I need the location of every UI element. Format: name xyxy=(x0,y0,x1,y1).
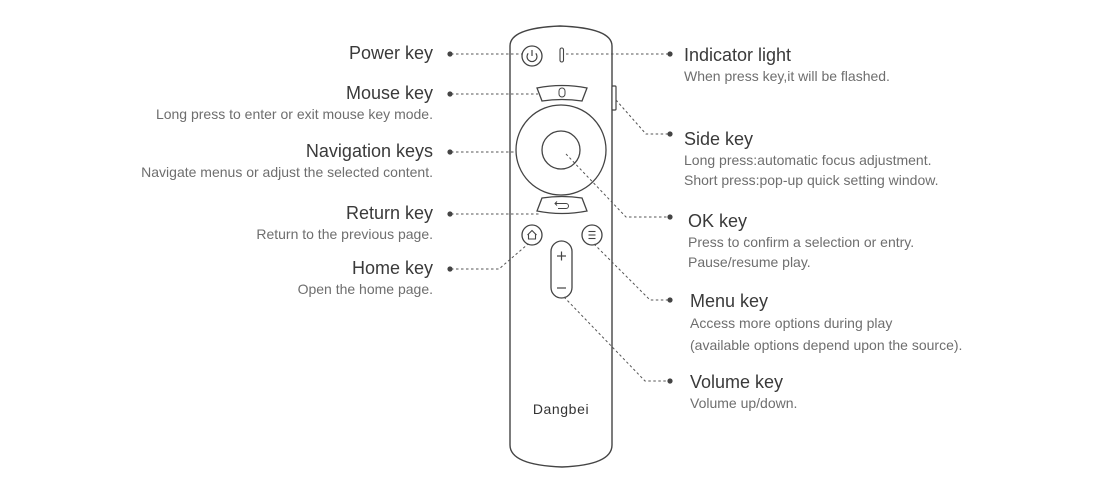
label-desc: Navigate menus or adjust the selected co… xyxy=(141,164,433,180)
leader-ok xyxy=(565,153,669,218)
mouse-key xyxy=(536,84,588,102)
label-desc: Long press:automatic focus adjustment. xyxy=(684,152,932,168)
leader-dots xyxy=(447,51,673,384)
label-desc: Pause/resume play. xyxy=(688,254,811,270)
label-desc: Press to confirm a selection or entry. xyxy=(688,234,915,250)
label-desc: (available options depend upon the sourc… xyxy=(690,337,963,353)
label-desc: Long press to enter or exit mouse key mo… xyxy=(155,106,433,122)
label-title: Return key xyxy=(345,203,433,223)
label-desc: Volume up/down. xyxy=(690,395,798,411)
label-desc: Access more options during play xyxy=(690,315,893,331)
label-title: OK key xyxy=(688,211,748,231)
label-desc: Return to the previous page. xyxy=(256,226,433,242)
label-desc: When press key,it will be flashed. xyxy=(684,68,890,84)
leader-home xyxy=(451,243,529,270)
menu-key xyxy=(581,224,603,246)
label-desc: Short press:pop-up quick setting window. xyxy=(684,172,939,188)
leader-side xyxy=(615,99,669,135)
return-key xyxy=(536,195,588,215)
leader-menu xyxy=(593,243,669,301)
label-title: Home key xyxy=(351,258,433,278)
ok-key xyxy=(541,130,581,170)
label-title: Power key xyxy=(348,43,433,63)
label-title: Mouse key xyxy=(345,83,433,103)
label-ok-key: OK key Press to confirm a selection or e… xyxy=(688,210,914,272)
leader-lines xyxy=(451,53,669,382)
label-return-key: Return key Return to the previous page. xyxy=(256,202,433,244)
label-navigation-keys: Navigation keys Navigate menus or adjust… xyxy=(141,140,433,182)
return-icon xyxy=(554,201,569,209)
label-desc: Open the home page. xyxy=(297,281,433,297)
label-home-key: Home key Open the home page. xyxy=(298,257,433,299)
label-menu-key: Menu key Access more options during play… xyxy=(690,290,962,356)
plus-icon xyxy=(557,251,566,261)
indicator-light xyxy=(559,47,565,63)
menu-icon xyxy=(588,230,596,240)
label-mouse-key: Mouse key Long press to enter or exit mo… xyxy=(156,82,433,124)
brand-logo: Dangbei xyxy=(533,401,589,417)
label-title: Menu key xyxy=(690,291,769,311)
label-volume-key: Volume key Volume up/down. xyxy=(690,371,797,413)
label-title: Navigation keys xyxy=(305,141,433,161)
home-icon xyxy=(527,229,537,240)
volume-key xyxy=(550,240,573,299)
label-title: Indicator light xyxy=(684,45,792,65)
power-icon xyxy=(526,50,538,63)
label-side-key: Side key Long press:automatic focus adju… xyxy=(684,128,938,190)
side-key xyxy=(611,85,617,111)
power-key xyxy=(521,45,543,67)
home-key xyxy=(521,224,543,246)
leader-volume xyxy=(563,296,669,382)
label-title: Side key xyxy=(684,129,754,149)
mouse-icon xyxy=(558,87,566,98)
label-title: Volume key xyxy=(690,372,784,392)
label-power-key: Power key xyxy=(349,42,433,64)
label-indicator-light: Indicator light When press key,it will b… xyxy=(684,44,890,86)
